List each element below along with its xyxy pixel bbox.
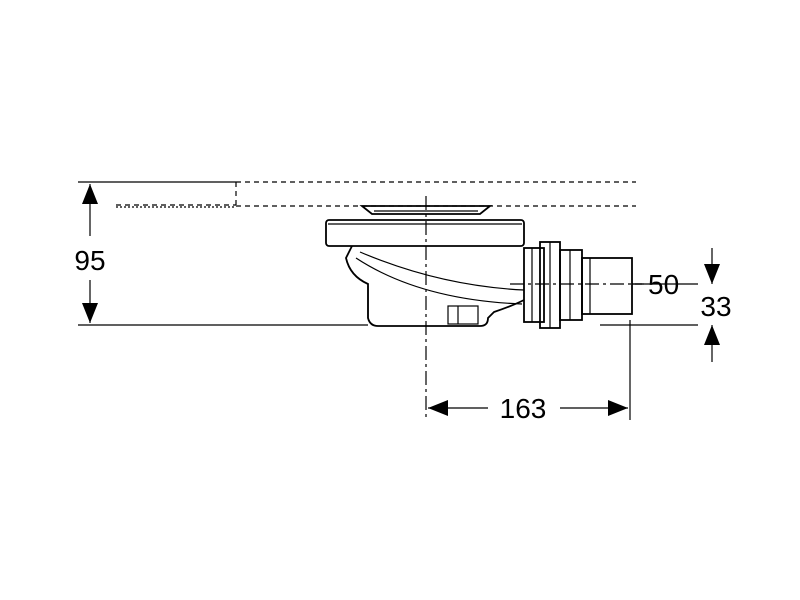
dim-outlet-height: 33 — [632, 248, 732, 362]
dim-label-33: 33 — [700, 291, 731, 322]
drain-body — [325, 205, 633, 329]
dim-outlet-length: 163 — [428, 320, 631, 428]
dim-height-total: 95 — [66, 184, 116, 323]
dim-label-95: 95 — [74, 245, 105, 276]
dim-label-163: 163 — [500, 393, 547, 424]
floor-layer — [78, 181, 636, 208]
centre-lines — [425, 196, 642, 420]
